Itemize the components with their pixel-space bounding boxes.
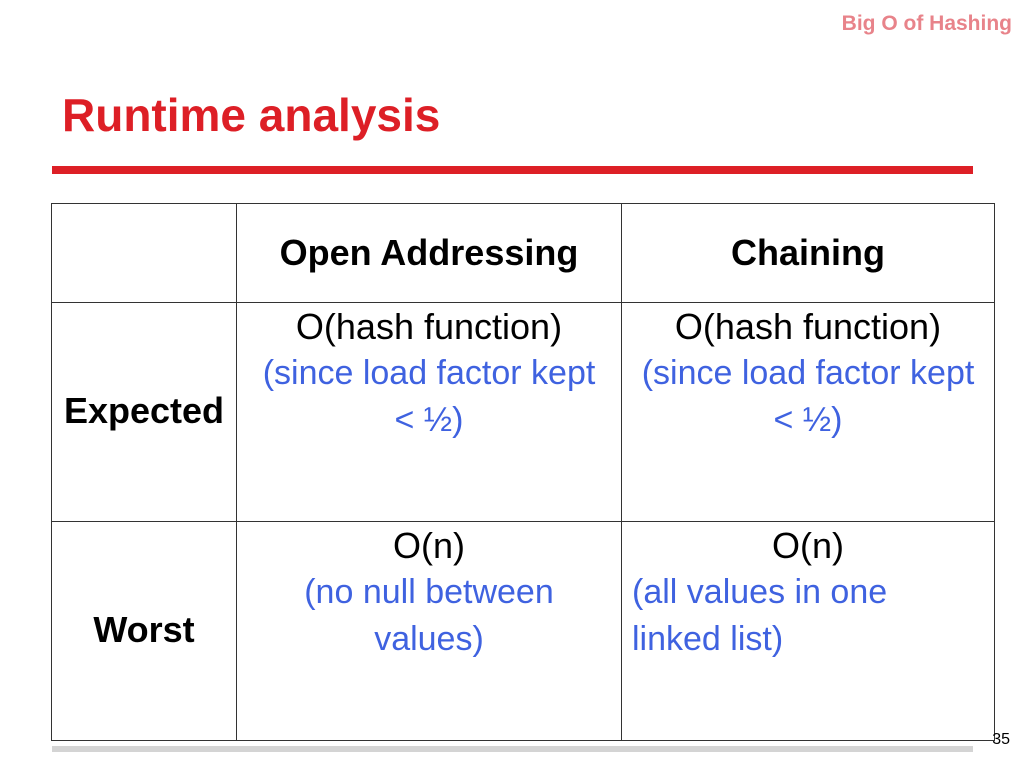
cell-expected-open-addressing: O(hash function) (since load factor kept…: [236, 302, 622, 522]
cell-note-text: (since load factor kept < ½): [641, 354, 975, 440]
column-header-chaining: Chaining: [621, 202, 995, 304]
column-header-open-addressing: Open Addressing: [236, 202, 622, 304]
cell-worst-open-addressing: O(n) (no null between values): [236, 520, 622, 742]
runtime-comparison-table: Open Addressing Chaining Expected O(hash…: [51, 202, 995, 742]
page-number: 35: [992, 731, 1010, 748]
table-header-row: Open Addressing Chaining: [51, 202, 995, 304]
cell-worst-chaining: O(n) (all values in one linked list): [621, 520, 995, 742]
cell-main-text: O(n): [393, 524, 465, 566]
row-label-expected: Expected: [51, 302, 237, 522]
cell-note-text: (since load factor kept < ½): [262, 354, 596, 440]
slide-title: Runtime analysis: [62, 89, 441, 141]
cell-main-text: O(hash function): [295, 306, 563, 348]
corner-cell: [51, 202, 237, 304]
section-tag: Big O of Hashing: [841, 12, 1012, 35]
cell-main-text: O(n): [772, 524, 844, 566]
cell-note-text: (no null between values): [304, 572, 554, 658]
footer-rule: [52, 746, 973, 752]
cell-main-text: O(hash function): [674, 306, 942, 348]
row-label-worst: Worst: [51, 520, 237, 742]
cell-expected-chaining: O(hash function) (since load factor kept…: [621, 302, 995, 522]
title-underline: [52, 166, 973, 174]
cell-note-text: (all values in one linked list): [632, 572, 888, 658]
table-row-worst: Worst O(n) (no null between values) O(n)…: [51, 520, 995, 742]
table-row-expected: Expected O(hash function) (since load fa…: [51, 302, 995, 522]
